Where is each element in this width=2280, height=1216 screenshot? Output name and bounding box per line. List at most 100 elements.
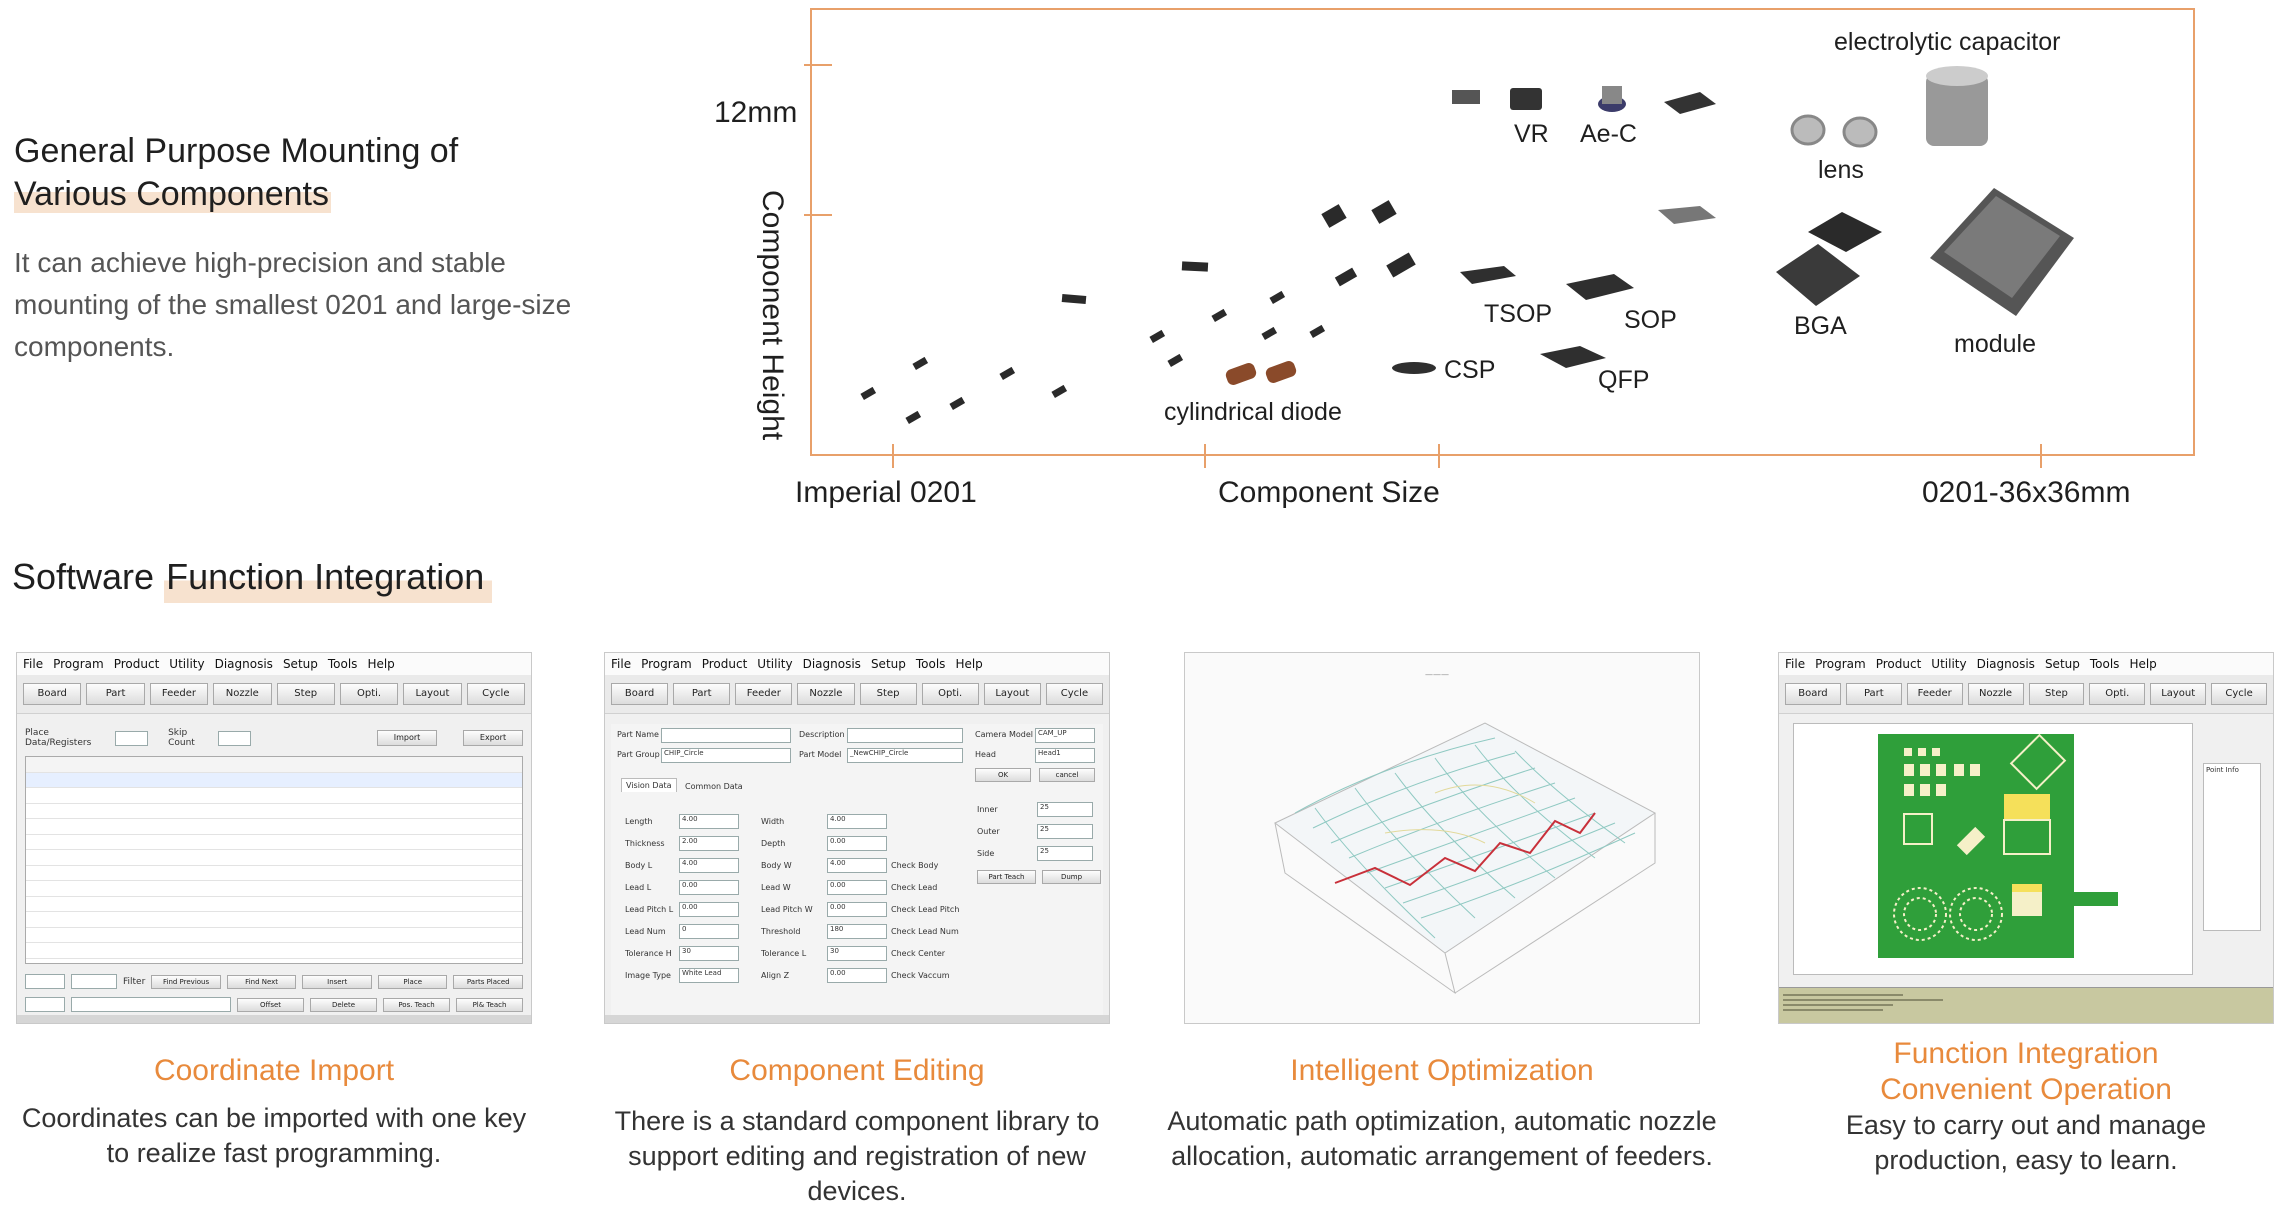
menu-file[interactable]: File — [23, 657, 44, 671]
insert-button[interactable]: Insert — [302, 974, 372, 989]
field-input[interactable]: 25 — [1037, 801, 1093, 817]
field-input[interactable]: 0.00 — [679, 879, 739, 895]
field-input[interactable]: 30 — [679, 945, 739, 961]
menu-diagnosis[interactable]: Diagnosis — [802, 657, 861, 671]
layout-button[interactable]: Layout — [403, 683, 462, 705]
opti-button[interactable]: Opti. — [921, 683, 979, 705]
step-button[interactable]: Step — [859, 683, 917, 705]
dump-button[interactable]: Dump — [1042, 870, 1101, 884]
field-input[interactable]: 25 — [1037, 823, 1093, 839]
menu-setup[interactable]: Setup — [870, 657, 906, 671]
cycle-button[interactable]: Cycle — [466, 683, 525, 705]
table-row[interactable] — [26, 897, 522, 912]
board-button[interactable]: Board — [1785, 683, 1841, 705]
delete-button[interactable]: Delete — [310, 997, 377, 1012]
menu-product[interactable]: Product — [1875, 657, 1922, 671]
field-input[interactable]: 4.00 — [827, 813, 887, 829]
part-model-select[interactable]: _NewCHIP_Circle — [847, 748, 963, 763]
check-vaccum[interactable]: Check Vaccum — [891, 970, 950, 980]
part-teach-button[interactable]: Part Teach — [977, 870, 1036, 884]
field-input[interactable]: 25 — [1037, 845, 1093, 861]
find-previous-button[interactable]: Find Previous — [151, 974, 221, 989]
field-input[interactable]: 180 — [827, 923, 887, 939]
table-row[interactable] — [26, 788, 522, 804]
menu-utility[interactable]: Utility — [757, 657, 793, 671]
check-body[interactable]: Check Body — [891, 860, 939, 870]
feeder-button[interactable]: Feeder — [735, 683, 793, 705]
menu-help[interactable]: Help — [955, 657, 983, 671]
pl-teach-button[interactable]: Pl& Teach — [456, 997, 523, 1012]
nozzle-button[interactable]: Nozzle — [797, 683, 855, 705]
check-lead[interactable]: Check Lead — [891, 882, 938, 892]
menu-tools[interactable]: Tools — [915, 657, 946, 671]
feeder-button[interactable]: Feeder — [149, 683, 209, 705]
field-input[interactable]: 0.00 — [827, 901, 887, 917]
parts-placed-button[interactable]: Parts Placed — [453, 974, 524, 989]
field-input[interactable]: White Lead — [679, 967, 739, 983]
opti-button[interactable]: Opti. — [339, 683, 399, 705]
place-data-input[interactable] — [115, 730, 149, 746]
field-input[interactable]: 0.00 — [827, 879, 887, 895]
nozzle-button[interactable]: Nozzle — [213, 683, 272, 705]
field-input[interactable]: 4.00 — [679, 813, 739, 829]
menu-tools[interactable]: Tools — [327, 657, 358, 671]
menu-file[interactable]: File — [1785, 657, 1806, 671]
export-button[interactable]: Export — [463, 730, 524, 746]
layout-button[interactable]: Layout — [983, 683, 1041, 705]
array-select[interactable] — [25, 997, 65, 1012]
mode-select[interactable] — [71, 974, 117, 989]
field-input[interactable]: 0.00 — [827, 967, 887, 983]
feeder-button[interactable]: Feeder — [1906, 683, 1963, 705]
part-button[interactable]: Part — [1845, 683, 1902, 705]
field-input[interactable]: 4.00 — [679, 857, 739, 873]
table-row[interactable] — [26, 819, 522, 835]
part-button[interactable]: Part — [673, 683, 731, 705]
menu-product[interactable]: Product — [701, 657, 748, 671]
table-row[interactable] — [26, 850, 522, 866]
menu-file[interactable]: File — [611, 657, 632, 671]
board-button[interactable]: Board — [23, 683, 82, 705]
camera-model-select[interactable]: CAM_UP — [1035, 728, 1095, 743]
menu-program[interactable]: Program — [1815, 657, 1866, 671]
table-row[interactable] — [26, 928, 522, 943]
skip-count-input[interactable] — [218, 730, 252, 746]
description-input[interactable] — [847, 728, 963, 743]
field-input[interactable]: 4.00 — [827, 857, 887, 873]
cancel-button[interactable]: cancel — [1039, 768, 1095, 782]
table-row[interactable] — [26, 912, 522, 928]
table-row[interactable] — [26, 866, 522, 881]
field-input[interactable]: 30 — [827, 945, 887, 961]
opti-button[interactable]: Opti. — [2089, 683, 2146, 705]
menu-diagnosis[interactable]: Diagnosis — [1976, 657, 2035, 671]
menu-utility[interactable]: Utility — [1931, 657, 1967, 671]
table-row[interactable] — [26, 772, 522, 788]
field-input[interactable]: 0.00 — [827, 835, 887, 851]
menu-help[interactable]: Help — [2129, 657, 2157, 671]
menu-product[interactable]: Product — [113, 657, 160, 671]
part-name-input[interactable] — [661, 728, 791, 743]
check-center[interactable]: Check Center — [891, 948, 946, 958]
tab-vision-data[interactable]: Vision Data — [621, 778, 677, 792]
table-row[interactable] — [26, 835, 522, 850]
part-group-select[interactable]: CHIP_Circle — [661, 748, 791, 763]
board-button[interactable]: Board — [611, 683, 669, 705]
offset-button[interactable]: Offset — [237, 997, 304, 1012]
step-button[interactable]: Step — [276, 683, 335, 705]
find-next-button[interactable]: Find Next — [226, 974, 297, 989]
pos-teach-button[interactable]: Pos. Teach — [383, 997, 450, 1012]
array-input[interactable] — [71, 997, 231, 1012]
menu-utility[interactable]: Utility — [169, 657, 205, 671]
ok-button[interactable]: OK — [975, 768, 1031, 782]
menu-program[interactable]: Program — [53, 657, 104, 671]
tab-common-data[interactable]: Common Data — [685, 782, 743, 791]
menu-diagnosis[interactable]: Diagnosis — [214, 657, 273, 671]
check-lead-pitch[interactable]: Check Lead Pitch — [891, 904, 960, 914]
menu-setup[interactable]: Setup — [2044, 657, 2080, 671]
nozzle-button[interactable]: Nozzle — [1967, 683, 2024, 705]
field-input[interactable]: 0 — [679, 923, 739, 939]
filter-checkbox[interactable]: Filter — [123, 976, 146, 987]
field-input[interactable]: 2.00 — [679, 835, 739, 851]
table-row[interactable] — [26, 881, 522, 897]
cycle-button[interactable]: Cycle — [1045, 683, 1103, 705]
table-row[interactable] — [26, 757, 522, 773]
